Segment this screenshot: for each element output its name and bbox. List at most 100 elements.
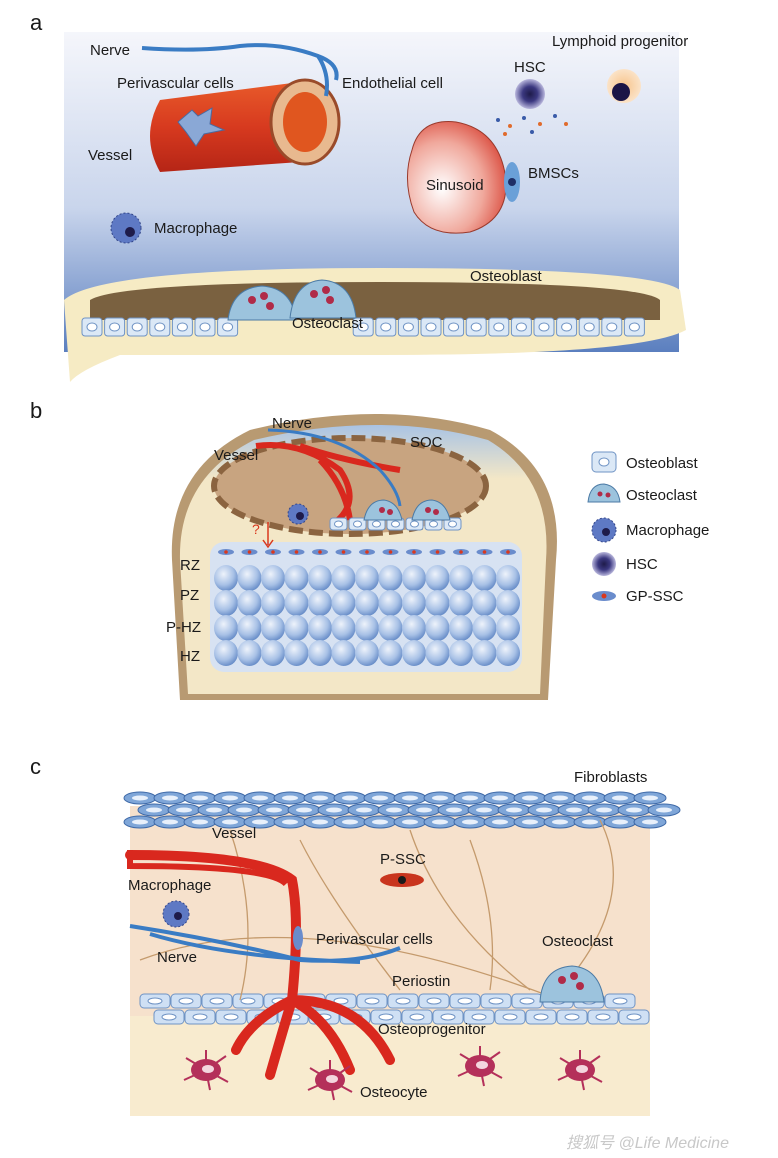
osteoprogenitor-cell: [184, 1009, 216, 1025]
gp-ssc-cell: [265, 549, 281, 555]
label-nerve-b: Nerve: [272, 415, 312, 432]
label-question-mark: ?: [252, 521, 260, 537]
osteoprogenitor-cell: [401, 1009, 433, 1025]
chondrocyte-cell: [237, 565, 262, 591]
fibroblast-cell: [407, 803, 441, 817]
chondrocyte-cell: [214, 615, 238, 641]
chondrocyte-cell: [496, 615, 520, 641]
osteoprogenitor-cell: [387, 993, 419, 1009]
osteoblast-cell: [510, 317, 532, 337]
gp-ssc-cell: [406, 549, 422, 555]
nerve-b: [267, 428, 402, 507]
fibroblast-cell: [123, 815, 157, 829]
chondrocyte-cell: [472, 640, 497, 666]
osteocyte-cell: [183, 1050, 229, 1091]
label-soc: SOC: [410, 434, 443, 451]
nerve-c: [129, 924, 401, 964]
gp-ssc-cell: [312, 549, 328, 555]
signal-dots: [496, 114, 568, 136]
label-perivascular-cells-c: Perivascular cells: [316, 931, 433, 948]
fibroblast-cell: [243, 815, 277, 829]
gp-ssc-cell: [453, 549, 469, 555]
label-vessel-c: Vessel: [212, 825, 256, 842]
fibroblast-cell: [363, 791, 397, 805]
label-osteocyte: Osteocyte: [360, 1084, 428, 1101]
gp-ssc-cell: [241, 549, 258, 555]
fibroblast-cell: [527, 803, 561, 817]
chondrocyte-cell: [308, 590, 332, 616]
fibroblast-cell: [587, 803, 621, 817]
pssc-cell: [380, 873, 424, 887]
fibroblast-cell: [227, 803, 261, 817]
osteoblast-cell: [397, 317, 419, 337]
fibroblast-cell: [333, 791, 367, 805]
chondrocyte-cell: [308, 640, 332, 666]
fibroblast-cell: [197, 803, 231, 817]
fibroblast-cell: [497, 803, 531, 817]
osteoblast-cell: [488, 317, 510, 337]
legend-item-osteoclast: Osteoclast: [587, 483, 698, 504]
chondrocyte-cell: [214, 565, 238, 591]
osteoprogenitor-cell: [370, 1009, 402, 1025]
fibroblast-cell: [467, 803, 501, 817]
fibroblast-cell: [483, 791, 517, 805]
fibroblast-cell: [183, 791, 217, 805]
label-hz: HZ: [180, 648, 200, 665]
chondrocyte-cell: [402, 615, 426, 641]
fibroblast-cell: [453, 815, 487, 829]
label-macrophage-c: Macrophage: [128, 877, 211, 894]
chondrocyte-cell: [378, 565, 403, 591]
chondrocyte-cell: [261, 590, 285, 616]
fibroblast-cell: [543, 815, 577, 829]
osteoprogenitor-cell: [432, 1009, 464, 1025]
gp-ssc-cell: [476, 549, 493, 555]
chondrocyte-cell: [449, 590, 473, 616]
osteoblast-row-b: [329, 517, 462, 531]
osteoblast-cell: [533, 317, 555, 337]
label-pssc: P-SSC: [380, 851, 426, 868]
osteoblast-cell: [578, 317, 600, 337]
bone-marrow-layer: [90, 282, 660, 320]
growth-plate: [210, 542, 522, 672]
label-sinusoid: Sinusoid: [426, 177, 484, 194]
label-bmscs: BMSCs: [528, 165, 579, 182]
fibroblast-cell: [273, 815, 307, 829]
fibroblast-layer: [123, 791, 681, 829]
osteocytes: [183, 1046, 603, 1101]
osteoprogenitor-cell: [494, 1009, 526, 1025]
osteoprogenitor-cell: [587, 1009, 619, 1025]
osteocyte-cell: [307, 1060, 353, 1101]
chondrocyte-cell: [355, 615, 379, 641]
label-osteoclast-a: Osteoclast: [292, 315, 364, 332]
chondrocyte-cell: [331, 640, 356, 666]
chondrocyte-cell: [355, 640, 379, 666]
hsc-cell-a: [515, 79, 545, 109]
osteocyte-cell: [457, 1046, 503, 1087]
osteoclast-a2: [289, 279, 357, 319]
chondrocyte-cell: [378, 640, 403, 666]
osteoblast-cell: [217, 317, 239, 337]
sinusoid: [406, 121, 520, 234]
label-phz: P-HZ: [166, 619, 201, 636]
label-vessel-b: Vessel: [214, 447, 258, 464]
chondrocyte-cell: [449, 565, 473, 591]
chondrocyte-cell: [425, 640, 450, 666]
chondrocyte-cell: [331, 590, 356, 616]
osteoblast-cell: [81, 317, 103, 337]
chondrocyte-cell: [331, 565, 356, 591]
fibroblast-cell: [153, 815, 187, 829]
chondrocyte-cell: [261, 565, 285, 591]
fibroblast-cell: [347, 803, 381, 817]
chondrocyte-cell: [449, 640, 473, 666]
fibroblast-cell: [153, 791, 187, 805]
osteoclast-c: [539, 965, 605, 1003]
fibroblast-cell: [303, 791, 337, 805]
chondrocyte-cell: [237, 590, 262, 616]
legend-b: Osteoblast Osteoclast Macrophage HSC GP-…: [587, 451, 709, 605]
chondrocyte-cell: [331, 615, 356, 641]
osteoprogenitor-cell: [511, 993, 543, 1009]
chondrocyte-cell: [472, 590, 497, 616]
fibroblast-cell: [513, 815, 547, 829]
fibroblast-cell: [333, 815, 367, 829]
osteoprogenitor-cell: [604, 993, 636, 1009]
